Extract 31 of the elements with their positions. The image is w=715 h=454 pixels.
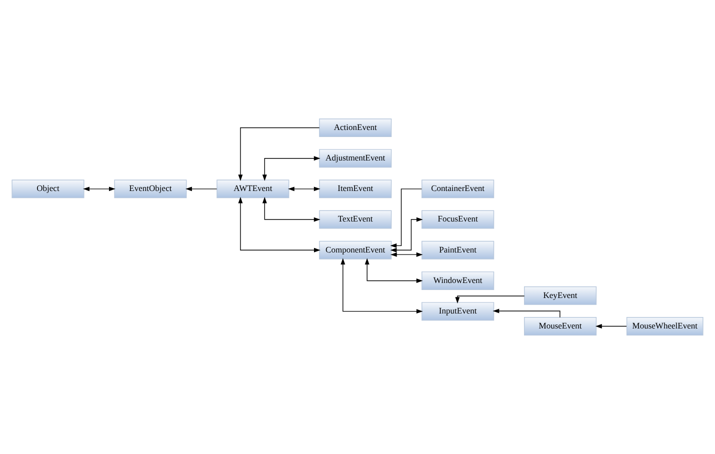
node-box: Object (12, 180, 84, 198)
arrow (186, 186, 218, 192)
arrow (262, 196, 320, 222)
node-box: ContainerEvent (422, 180, 494, 198)
arrow (364, 258, 423, 283)
arrow (262, 156, 320, 181)
arrow (83, 186, 116, 192)
arrow (390, 217, 423, 252)
node-box: KeyEvent (524, 286, 597, 305)
arrow (492, 308, 560, 318)
node-box: EventObject (114, 180, 187, 198)
node-box: WindowEvent (422, 271, 494, 290)
arrow (238, 127, 320, 181)
node-box: ActionEvent (319, 118, 392, 137)
node-box: ItemEvent (319, 180, 392, 198)
node-box: PaintEvent (422, 240, 494, 260)
arrow (390, 188, 422, 248)
node-box: MouseWheelEvent (626, 317, 704, 336)
node-box: FocusEvent (422, 210, 494, 229)
arrow (390, 252, 423, 257)
arrow (455, 296, 525, 304)
node-box: InputEvent (422, 302, 494, 321)
node-box: TextEvent (319, 210, 392, 229)
arrow (340, 258, 423, 314)
node-box: ComponentEvent (319, 240, 392, 260)
node-box: MouseEvent (524, 317, 597, 336)
arrow (288, 186, 320, 192)
node-box: AdjustmentEvent (319, 149, 392, 168)
arrow (595, 324, 627, 328)
arrow (238, 196, 320, 252)
node-box: AWTEvent (216, 180, 290, 198)
